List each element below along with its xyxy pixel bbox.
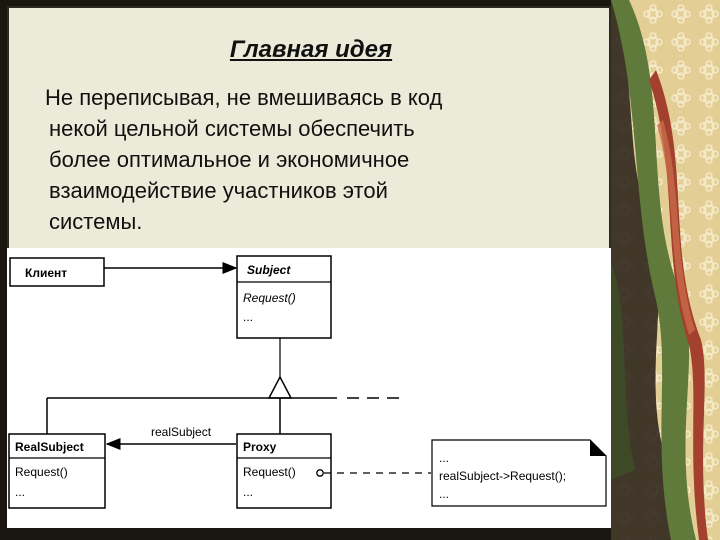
subject-name: Subject [247, 263, 291, 277]
body-line: более оптимальное и экономичное [49, 147, 410, 172]
note-line-3: ... [439, 487, 449, 501]
subject-class-box: Subject Request() ... [236, 255, 332, 339]
association-label: realSubject [151, 425, 212, 439]
note-anchor [316, 469, 324, 477]
proxy-more: ... [243, 485, 253, 499]
note-box: ... realSubject->Request(); ... [431, 439, 607, 507]
body-line: системы. [49, 209, 143, 234]
realsubject-operation: Request() [15, 465, 68, 479]
uml-diagram: Клиент Subject Request() ... R [7, 248, 611, 528]
realsubject-class-box: RealSubject Request() ... [8, 433, 106, 509]
client-label: Клиент [25, 266, 67, 280]
client-box [9, 257, 105, 287]
slide-body-text: Не переписывая, не вмешиваясь в код неко… [45, 82, 585, 237]
note-line-2: realSubject->Request(); [439, 469, 566, 483]
generalization-triangle [267, 375, 293, 399]
slide-title: Главная идея [229, 36, 393, 63]
subject-more: ... [243, 310, 253, 324]
proxy-class-box: Proxy Request() ... [236, 433, 332, 509]
decorative-floral-strip [611, 0, 720, 540]
realsubject-name: RealSubject [15, 440, 84, 454]
proxy-operation: Request() [243, 465, 296, 479]
body-line: некой цельной системы обеспечить [49, 116, 415, 141]
uml-diagram-svg: Клиент Subject Request() ... R [8, 255, 607, 509]
body-line: взаимодействие участников этой [49, 178, 388, 203]
subject-operation: Request() [243, 291, 296, 305]
realsubject-more: ... [15, 485, 25, 499]
note-line-1: ... [439, 451, 449, 465]
body-line: Не переписывая, не вмешиваясь в код [45, 85, 443, 110]
proxy-name: Proxy [243, 440, 277, 454]
